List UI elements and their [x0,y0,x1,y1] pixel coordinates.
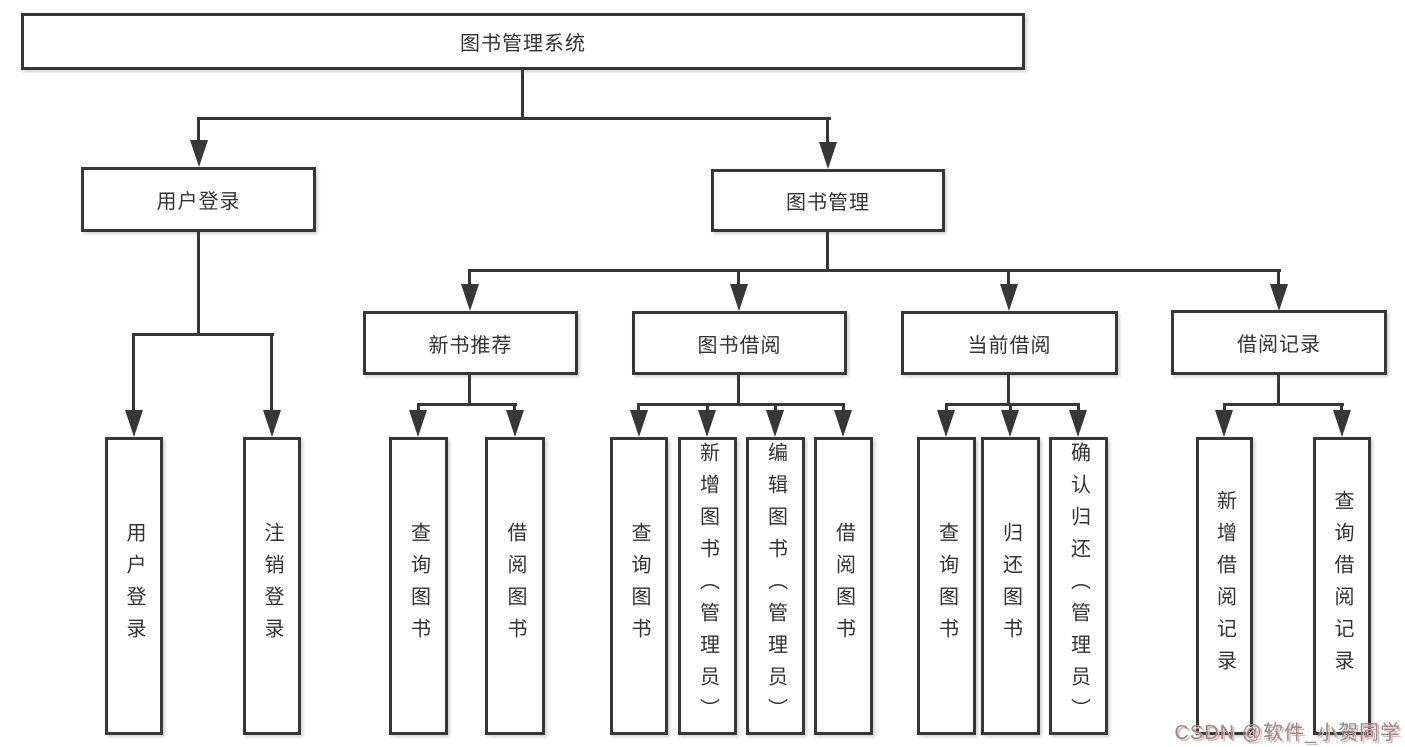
leaf-label: 归还图书 [999,522,1022,650]
arrowhead-to-leaf-logout [263,410,281,437]
arrowhead-to-leaf-login [125,410,143,437]
connector-stub-new-book [468,272,471,285]
arrowhead-down [766,410,784,437]
arrowhead-down [937,410,955,437]
leaf-label: 查询借阅记录 [1331,490,1353,682]
connector-records-bar [1223,403,1344,406]
connector-stub [1009,406,1012,411]
leaf-query-books-current: 查询图书 [917,437,976,735]
connector-root-stem [521,70,524,117]
leaf-query-borrow-record: 查询借阅记录 [1313,437,1371,735]
leaf-add-borrow-record: 新增借阅记录 [1196,437,1253,735]
arrowhead-to-user-login [190,140,208,167]
node-book-borrowing: 图书借阅 [632,311,847,375]
node-library-management-system: 图书管理系统 [21,13,1025,70]
node-book-management: 图书管理 [711,169,945,232]
leaf-label: 新增图书（管理员） [696,442,719,730]
arrowhead-to-new-book [461,284,479,311]
connector-stub-leaf-login [132,336,135,411]
connector-user-login-bar [132,333,274,336]
watermark: CSDN @软件_小贺同学 [1174,722,1401,744]
connector-stub [842,406,845,411]
connector-new-book-stem [468,375,471,404]
connector-stub-records [1277,272,1280,285]
connector-stub [417,406,420,411]
connector-stub-borrowing [737,272,740,285]
arrowhead-down [1215,410,1233,437]
node-borrowing-records: 借阅记录 [1171,310,1387,375]
leaf-label: 确认归还（管理员） [1067,442,1090,730]
leaf-add-books-admin: 新增图书（管理员） [678,437,737,735]
arrowhead-to-borrowing [730,284,748,311]
node-new-book-recommend: 新书推荐 [363,311,578,375]
leaf-label: 编辑图书（管理员） [764,442,787,730]
connector-stub [1340,406,1343,411]
leaf-label: 借阅图书 [832,522,855,650]
leaf-label: 借阅图书 [504,522,526,650]
arrowhead-down [1001,410,1019,437]
connector-borrowing-stem [737,375,740,404]
leaf-query-books-borrowing: 查询图书 [610,437,668,735]
connector-stub-leaf-logout [270,336,273,411]
leaf-borrow-books: 借阅图书 [814,437,873,735]
leaf-logout: 注销登录 [243,437,301,735]
connector-root-bar [197,117,831,120]
leaf-borrow-books-recommend: 借阅图书 [485,437,545,735]
connector-stub [1223,406,1226,411]
leaf-user-login: 用户登录 [105,437,163,735]
arrowhead-down [834,410,852,437]
leaf-edit-books-admin: 编辑图书（管理员） [746,437,805,735]
node-user-login: 用户登录 [81,167,316,232]
connector-stub [1077,406,1080,411]
arrowhead-down [698,410,716,437]
connector-stub [774,406,777,411]
arrowhead-to-records [1270,284,1288,311]
connector-stub-book-mgmt [826,117,829,144]
leaf-label: 用户登录 [123,522,145,650]
connector-stub [513,406,516,411]
connector-current-stem [1007,375,1010,404]
arrowhead-down [1069,410,1087,437]
leaf-label: 查询图书 [628,522,650,650]
leaf-label: 查询图书 [407,522,430,650]
connector-stub [637,406,640,411]
leaf-confirm-return-admin: 确认归还（管理员） [1049,437,1108,735]
leaf-query-books-recommend: 查询图书 [389,437,448,735]
node-current-borrowing: 当前借阅 [901,311,1118,375]
connector-stub [706,406,709,411]
arrowhead-down [1333,410,1351,437]
arrowhead-to-book-mgmt [819,142,837,169]
connector-stub [945,406,948,411]
leaf-return-books: 归还图书 [981,437,1040,735]
connector-borrowing-bar [637,403,845,406]
arrowhead-down [506,410,524,437]
connector-current-bar [945,403,1080,406]
connector-stub-current [1007,272,1010,285]
connector-book-mgmt-stem [826,232,829,269]
arrowhead-down [409,410,427,437]
connector-book-mgmt-bar [468,269,1281,272]
leaf-label: 查询图书 [935,522,958,650]
connector-user-login-stem [197,232,200,334]
arrowhead-down [630,410,648,437]
connector-new-book-bar [417,403,517,406]
leaf-label: 新增借阅记录 [1213,490,1236,682]
leaf-label: 注销登录 [261,522,283,650]
connector-stub-user-login [197,117,200,142]
connector-records-stem [1277,375,1280,404]
arrowhead-to-current [1000,284,1018,311]
